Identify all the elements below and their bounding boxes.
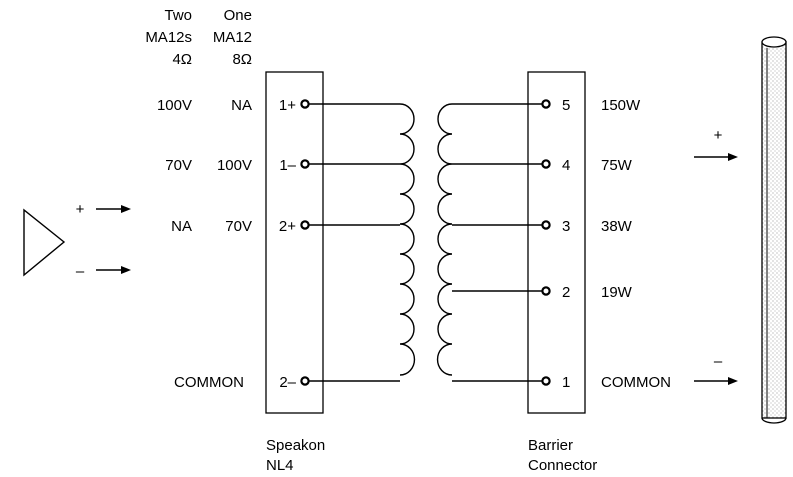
speakon-terminal-2minus [300,376,310,386]
header-two-line2: MA12s [145,29,192,46]
watts-label: 75W [601,157,633,174]
column-speaker [761,36,787,424]
speakon-caption-line1: Speakon [266,437,325,454]
barrier-terminal-label: 2 [562,284,570,301]
barrier-caption-line1: Barrier [528,437,573,454]
speakon-pin-label: 2– [279,374,296,391]
speakon-connector-box [265,71,324,414]
amp-minus-arrow-icon [121,266,131,274]
header-two-line1: Two [164,7,192,24]
watts-label: 38W [601,218,633,235]
header-two-line3: 4Ω [172,51,192,68]
speaker-column-body [761,41,787,419]
barrier-terminal-label: 1 [562,374,570,391]
row-one-value: NA [231,97,252,114]
amplifier: + – [23,201,131,280]
common-right-label: COMMON [601,374,671,391]
row-one-value: 100V [217,157,252,174]
row-two-value: 100V [157,97,192,114]
barrier-caption-line2: Connector [528,457,597,474]
speakon-terminal-1minus [300,159,310,169]
amplifier-triangle-icon [23,208,66,277]
barrier-terminal-4 [541,159,551,169]
speaker-column-bottom [761,417,787,424]
speaker-minus-arrow-icon [728,377,738,385]
header-one-line2: MA12 [213,29,252,46]
common-left-label: COMMON [174,374,244,391]
speakon-pin-label: 2+ [279,218,296,235]
primary-coil [399,103,416,376]
row-labels: 100V NA 1+ 5 150W 70V 100V 1– 4 75W NA 7… [157,97,671,391]
speakon-terminal-2plus [300,220,310,230]
header-one-line1: One [224,7,252,24]
speakon-pin-label: 1+ [279,97,296,114]
speaker-plus-label: + [714,127,723,144]
row-two-value: 70V [165,157,192,174]
barrier-terminal-2 [541,286,551,296]
barrier-terminal-label: 4 [562,157,570,174]
speakon-caption-line2: NL4 [266,457,294,474]
barrier-terminal-5 [541,99,551,109]
watts-label: 19W [601,284,633,301]
speakon-pin-label: 1– [279,157,296,174]
speaker-column-top [761,36,787,48]
barrier-terminal-label: 5 [562,97,570,114]
amp-plus-arrow-icon [121,205,131,213]
speaker-plus-arrow-icon [728,153,738,161]
header-one-line3: 8Ω [232,51,252,68]
amp-plus-label: + [76,201,85,218]
watts-label: 150W [601,97,641,114]
speakon-terminal-1plus [300,99,310,109]
barrier-terminal-1 [541,376,551,386]
row-one-value: 70V [225,218,252,235]
secondary-coil [436,103,453,376]
column-headers: Two MA12s 4Ω One MA12 8Ω [145,7,252,68]
barrier-terminal-3 [541,220,551,230]
amp-minus-label: – [76,263,85,280]
barrier-terminal-label: 3 [562,218,570,235]
speaker-arrows: + – [694,127,738,385]
speaker-minus-label: – [714,353,723,370]
barrier-connector-box [527,71,586,414]
row-two-value: NA [171,218,192,235]
